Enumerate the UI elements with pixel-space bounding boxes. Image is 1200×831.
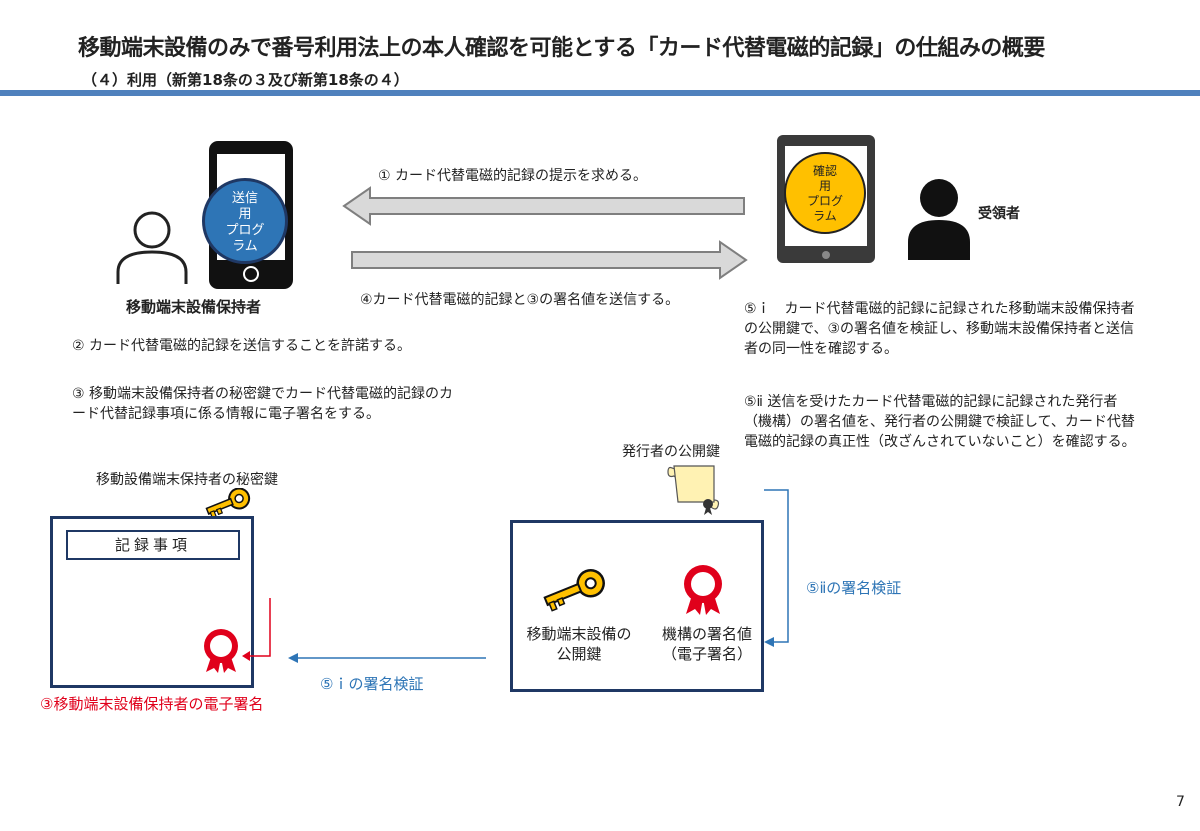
person-outline-icon [116,211,188,284]
verify-i-label: ⑤ｉの署名検証 [320,675,424,693]
person-solid-icon [908,179,970,260]
header-rule [0,90,1200,96]
request-arrow-label: ① カード代替電磁的記録の提示を求める。 [378,168,647,184]
page-number: 7 [1176,794,1185,810]
send-arrow [351,240,748,280]
step-3-text: ③ 移動端末設備保持者の秘密鍵でカード代替電磁的記録のカード代替記録事項に係る情… [72,386,453,422]
certificate-scroll-icon [667,465,720,515]
recipient-label: 受領者 [978,206,1020,222]
public-key-icon [543,569,605,612]
verify-ii-label: ⑤ⅱの署名検証 [806,579,902,597]
seal-icon [204,629,238,673]
page-subtitle: （４）利用（新第18条の３及び新第18条の４） [82,71,409,89]
send-program-badge: 送信 用 プログ ラム [202,178,288,264]
confirm-program-line-1: 確認 [812,164,837,178]
org-signature-label: 機構の署名値（電子署名） [661,625,752,663]
step-5i-text: ⑤ｉ カード代替電磁的記録に記録された移動端末設備保持者の公開鍵で、③の署名値を… [744,301,1135,357]
key-icon [205,488,251,518]
send-program-line-2: 用 [238,207,252,222]
step-5ii-text: ⑤ⅱ 送信を受けたカード代替電磁的記録に記録された発行者（機構）の署名値を、発行… [744,394,1136,450]
private-key-label: 移動設備端末保持者の秘密鍵 [96,472,278,488]
send-arrow-label: ④カード代替電磁的記録と③の署名値を送信する。 [360,292,680,308]
holder-signature-caption: ③移動端末設備保持者の電子署名 [40,695,264,713]
page-title: 移動端末設備のみで番号利用法上の本人確認を可能とする「カード代替電磁的記録」の仕… [78,36,1045,61]
verify-ii-arrow [764,489,789,647]
confirm-program-line-3: プログ [806,194,843,208]
signature-connector [242,598,271,661]
holder-label: 移動端末設備保持者 [126,298,262,316]
public-key-label: 移動端末設備の公開鍵 [526,625,632,663]
request-arrow [342,186,745,226]
right-record-box [510,520,764,692]
org-seal-icon [684,565,722,615]
send-program-line-3: プログ [225,223,265,238]
tablet: 確認 用 プログ ラム [776,134,876,264]
verify-i-arrow [288,653,486,663]
confirm-program-badge: 確認 用 プログ ラム [784,152,866,234]
record-items-label: 記録事項 [66,530,240,560]
send-program-line-1: 送信 [231,191,258,206]
confirm-program-line-4: ラム [813,209,837,223]
issuer-key-label: 発行者の公開鍵 [622,444,720,460]
smartphone: 送信 用 プログ ラム [202,140,294,290]
confirm-program-line-2: 用 [818,179,831,193]
send-program-line-4: ラム [232,239,258,254]
step-2-text: ② カード代替電磁的記録を送信することを許諾する。 [72,338,411,354]
